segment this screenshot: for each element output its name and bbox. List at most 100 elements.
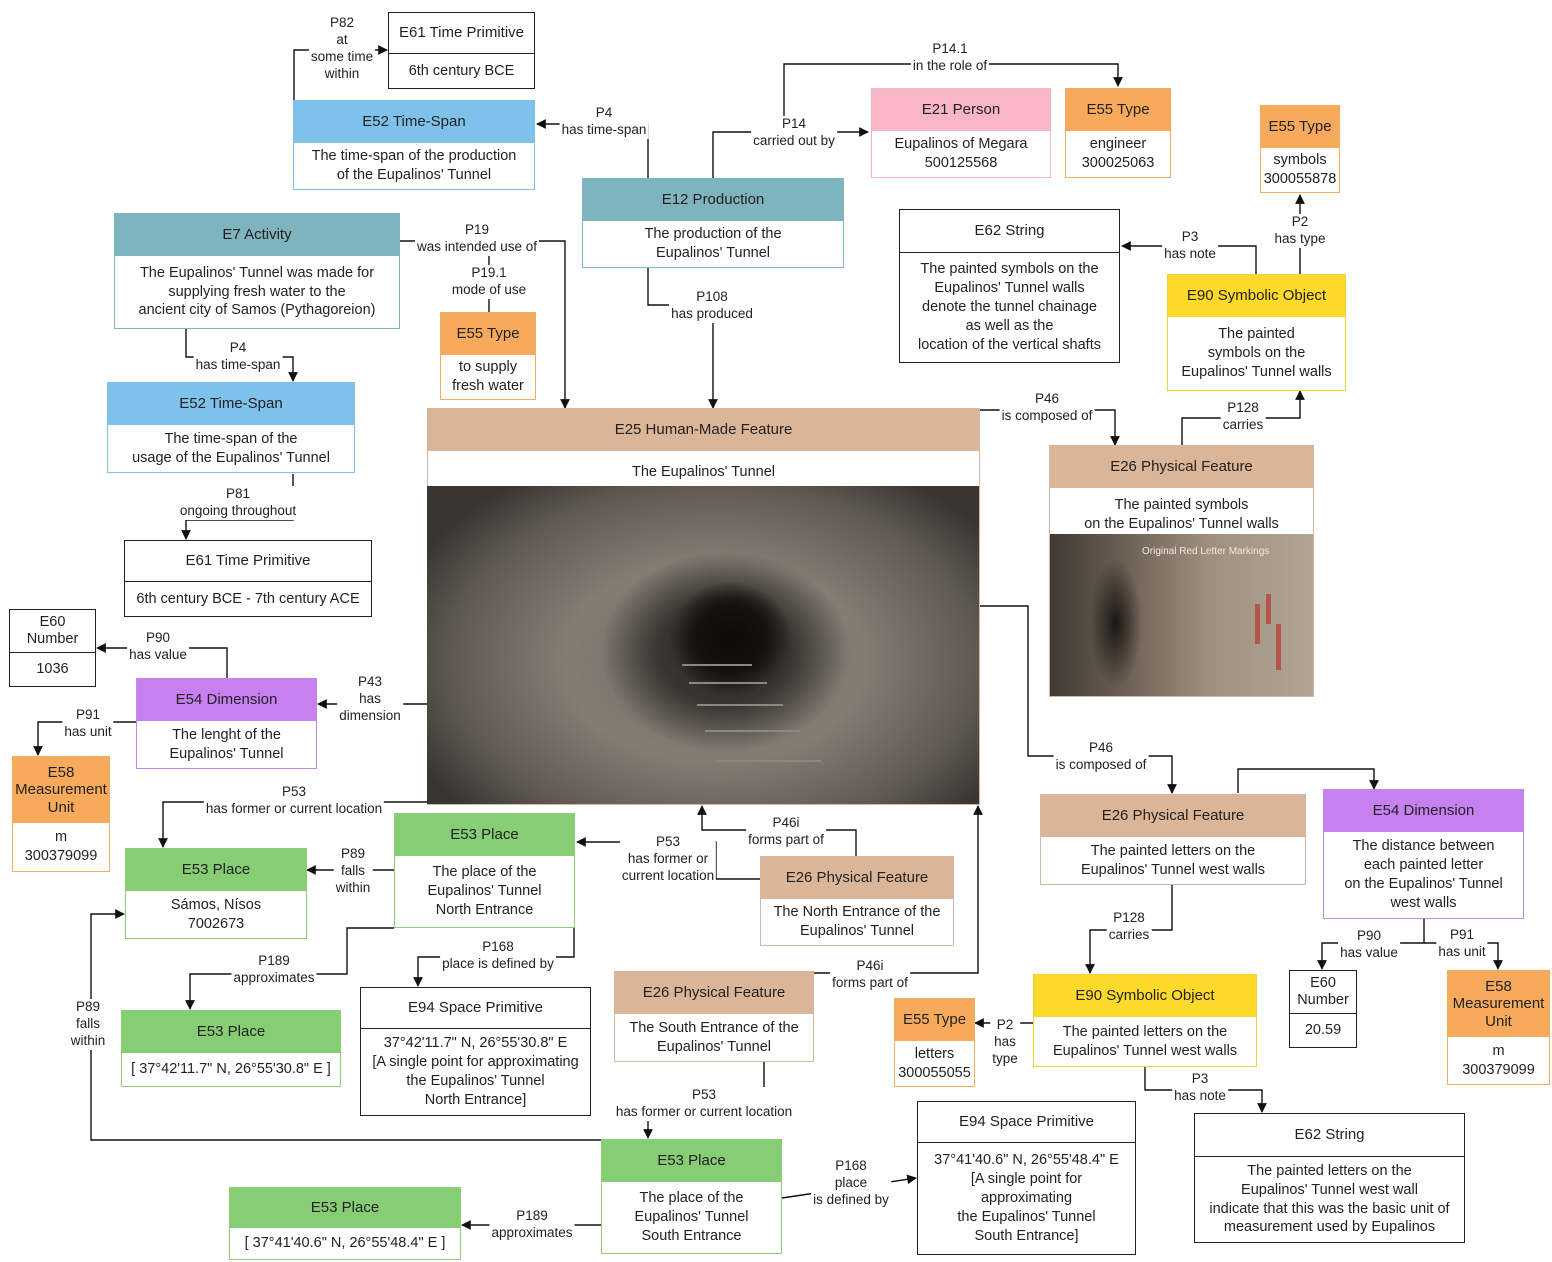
- node-e55-type-symbols: E55 Type symbols 300055878: [1260, 105, 1340, 193]
- node-value: The time-span of the usage of the Eupali…: [132, 430, 330, 466]
- tunnel-photo: [427, 486, 979, 804]
- node-class: E58 Measurement Unit: [13, 757, 109, 823]
- node-class: E26 Physical Feature: [1041, 795, 1305, 837]
- node-value: The production of the Eupalinos' Tunnel: [644, 226, 782, 261]
- node-e54-dimension-length: E54 Dimension The lenght of the Eupalino…: [136, 678, 317, 769]
- red-letter-mark: [1266, 594, 1271, 624]
- edge-label-p46i-north: P46i forms part of: [746, 815, 826, 849]
- node-e58-measurement-unit-length: E58 Measurement Unit m 300379099: [12, 756, 110, 872]
- edge-label-p90-distance: P90 has value: [1338, 928, 1400, 962]
- tunnel-walkway-rail: [682, 664, 752, 666]
- node-class: E90 Symbolic Object: [1168, 275, 1345, 317]
- node-value: symbols 300055878: [1263, 152, 1337, 187]
- node-value: Sámos, Nísos 7002673: [170, 896, 262, 932]
- node-e53-place-north-coord: E53 Place [ 37°42'11.7" N, 26°55'30.8" E…: [121, 1010, 341, 1087]
- tunnel-walkway-rail: [689, 682, 767, 684]
- node-e26-physical-feature-north: E26 Physical Feature The North Entrance …: [760, 856, 954, 946]
- node-e53-place-south: E53 Place The place of the Eupalinos' Tu…: [601, 1139, 782, 1254]
- node-value: The lenght of the Eupalinos' Tunnel: [169, 726, 284, 762]
- tunnel-walkway-rail: [717, 760, 821, 762]
- node-value: The painted symbols on the Eupalinos' Tu…: [918, 261, 1101, 353]
- node-class: E54 Dimension: [137, 679, 316, 721]
- node-e55-type-letters: E55 Type letters 300055055: [894, 998, 975, 1087]
- node-class: E94 Space Primitive: [361, 988, 590, 1029]
- node-class: E58 Measurement Unit: [1448, 971, 1549, 1037]
- edge-label-p3-letters: P3 has note: [1172, 1071, 1228, 1105]
- node-value: [ 37°42'11.7" N, 26°55'30.8" E ]: [131, 1061, 331, 1078]
- node-value: 20.59: [1304, 1022, 1342, 1039]
- node-e53-place-samos: E53 Place Sámos, Nísos 7002673: [125, 848, 307, 939]
- node-value: 6th century BCE - 7th century ACE: [136, 590, 360, 607]
- red-letter-mark: [1255, 604, 1260, 644]
- node-class: E53 Place: [602, 1140, 781, 1182]
- node-value: engineer 300025063: [1081, 136, 1155, 171]
- edge-label-p168-north: P168 place is defined by: [440, 939, 556, 973]
- node-value: The painted letters on the Eupalinos' Tu…: [1080, 842, 1266, 878]
- photo-caption: Original Red Letter Markings: [1142, 546, 1270, 557]
- node-class: E52 Time-Span: [294, 101, 534, 143]
- node-e61-time-primitive-top: E61 Time Primitive 6th century BCE: [388, 12, 535, 89]
- edge-label-p81: P81 ongoing throughout: [177, 486, 299, 520]
- node-class: E62 String: [1195, 1114, 1464, 1157]
- edge-label-p89-north: P89 falls within: [333, 846, 373, 897]
- node-value: The time-span of the production of the E…: [311, 148, 517, 183]
- node-value: 1036: [36, 661, 69, 678]
- node-class: E53 Place: [230, 1188, 460, 1228]
- node-e53-place-south-coord: E53 Place [ 37°41'40.6" N, 26°55'48.4" E…: [229, 1187, 461, 1260]
- node-value: The painted letters on the Eupalinos' Tu…: [1209, 1162, 1450, 1236]
- node-value: The painted symbols on the Eupalinos' Tu…: [1181, 326, 1332, 380]
- node-e52-time-span-production: E52 Time-Span The time-span of the produ…: [293, 100, 535, 190]
- edge-label-p4-usage: P4 has time-span: [193, 340, 283, 374]
- edge-label-p2-symbols: P2 has type: [1272, 214, 1328, 248]
- edge-label-p128-letters: P128 carries: [1106, 910, 1152, 944]
- edge-label-p82: P82 at some time within: [308, 15, 376, 83]
- edge-label-p91-length: P91 has unit: [62, 707, 114, 741]
- node-e26-physical-feature-south: E26 Physical Feature The South Entrance …: [614, 971, 814, 1062]
- node-e62-string-letters: E62 String The painted letters on the Eu…: [1194, 1113, 1465, 1243]
- painted-symbols-photo: Original Red Letter Markings: [1050, 534, 1313, 696]
- node-class: E61 Time Primitive: [125, 541, 371, 582]
- node-e54-dimension-distance: E54 Dimension The distance between each …: [1323, 789, 1524, 919]
- edge-label-p189-south: P189 approximates: [489, 1208, 575, 1242]
- node-value: The place of the Eupalinos' Tunnel North…: [427, 864, 542, 918]
- edge-label-p46i-south: P46i forms part of: [830, 958, 910, 992]
- node-e94-space-primitive-south: E94 Space Primitive 37°41'40.6" N, 26°55…: [917, 1101, 1136, 1255]
- node-class: E53 Place: [122, 1011, 340, 1053]
- node-e12-production: E12 Production The production of the Eup…: [582, 178, 844, 268]
- node-e90-symbolic-object-letters: E90 Symbolic Object The painted letters …: [1033, 974, 1257, 1067]
- node-e94-space-primitive-north: E94 Space Primitive 37°42'11.7" N, 26°55…: [360, 987, 591, 1116]
- node-class: E21 Person: [872, 89, 1050, 131]
- node-e61-time-primitive-usage: E61 Time Primitive 6th century BCE - 7th…: [124, 540, 372, 617]
- node-class: E61 Time Primitive: [389, 13, 534, 54]
- edge-label-p128-symbols: P128 carries: [1220, 400, 1266, 434]
- node-value: Eupalinos of Megara 500125568: [894, 136, 1028, 171]
- edge-label-p91-distance: P91 has unit: [1436, 927, 1488, 961]
- edge-label-p46-letters: P46 is composed of: [1053, 740, 1149, 774]
- node-value: 37°41'40.6" N, 26°55'48.4" E [A single p…: [934, 1152, 1119, 1244]
- node-class: E90 Symbolic Object: [1034, 975, 1256, 1017]
- node-class: E60 Number: [1290, 971, 1356, 1014]
- edge-label-p43: P43 has dimension: [337, 674, 403, 725]
- node-class: E94 Space Primitive: [918, 1102, 1135, 1143]
- red-letter-mark: [1276, 624, 1281, 670]
- node-value: [ 37°41'40.6" N, 26°55'48.4" E ]: [244, 1235, 446, 1252]
- edge-p46-letters: [980, 605, 1177, 794]
- node-e26-physical-feature-letters: E26 Physical Feature The painted letters…: [1040, 794, 1306, 885]
- edge-label-p53-south: P53 has former or current location: [613, 1087, 795, 1121]
- node-value: The Eupalinos' Tunnel was made for suppl…: [138, 264, 376, 319]
- node-value: The South Entrance of the Eupalinos' Tun…: [629, 1019, 799, 1055]
- edge-label-p90-length: P90 has value: [127, 630, 189, 664]
- node-e55-type-engineer: E55 Type engineer 300025063: [1065, 88, 1171, 178]
- node-class: E55 Type: [441, 313, 535, 355]
- node-class: E55 Type: [1261, 106, 1339, 148]
- node-class: E54 Dimension: [1324, 790, 1523, 832]
- node-e55-type-water: E55 Type to supply fresh water: [440, 312, 536, 400]
- edge-label-p108: P108 has produced: [669, 289, 755, 323]
- node-class: E7 Activity: [115, 214, 399, 256]
- node-e60-number-distance: E60 Number 20.59: [1289, 970, 1357, 1048]
- node-e60-number-length: E60 Number 1036: [9, 609, 96, 687]
- node-class: E52 Time-Span: [108, 383, 354, 425]
- edge-label-p14: P14 carried out by: [751, 116, 837, 150]
- tunnel-walkway-rail: [705, 730, 801, 732]
- edge-label-p168-south: P168 place is defined by: [811, 1158, 891, 1209]
